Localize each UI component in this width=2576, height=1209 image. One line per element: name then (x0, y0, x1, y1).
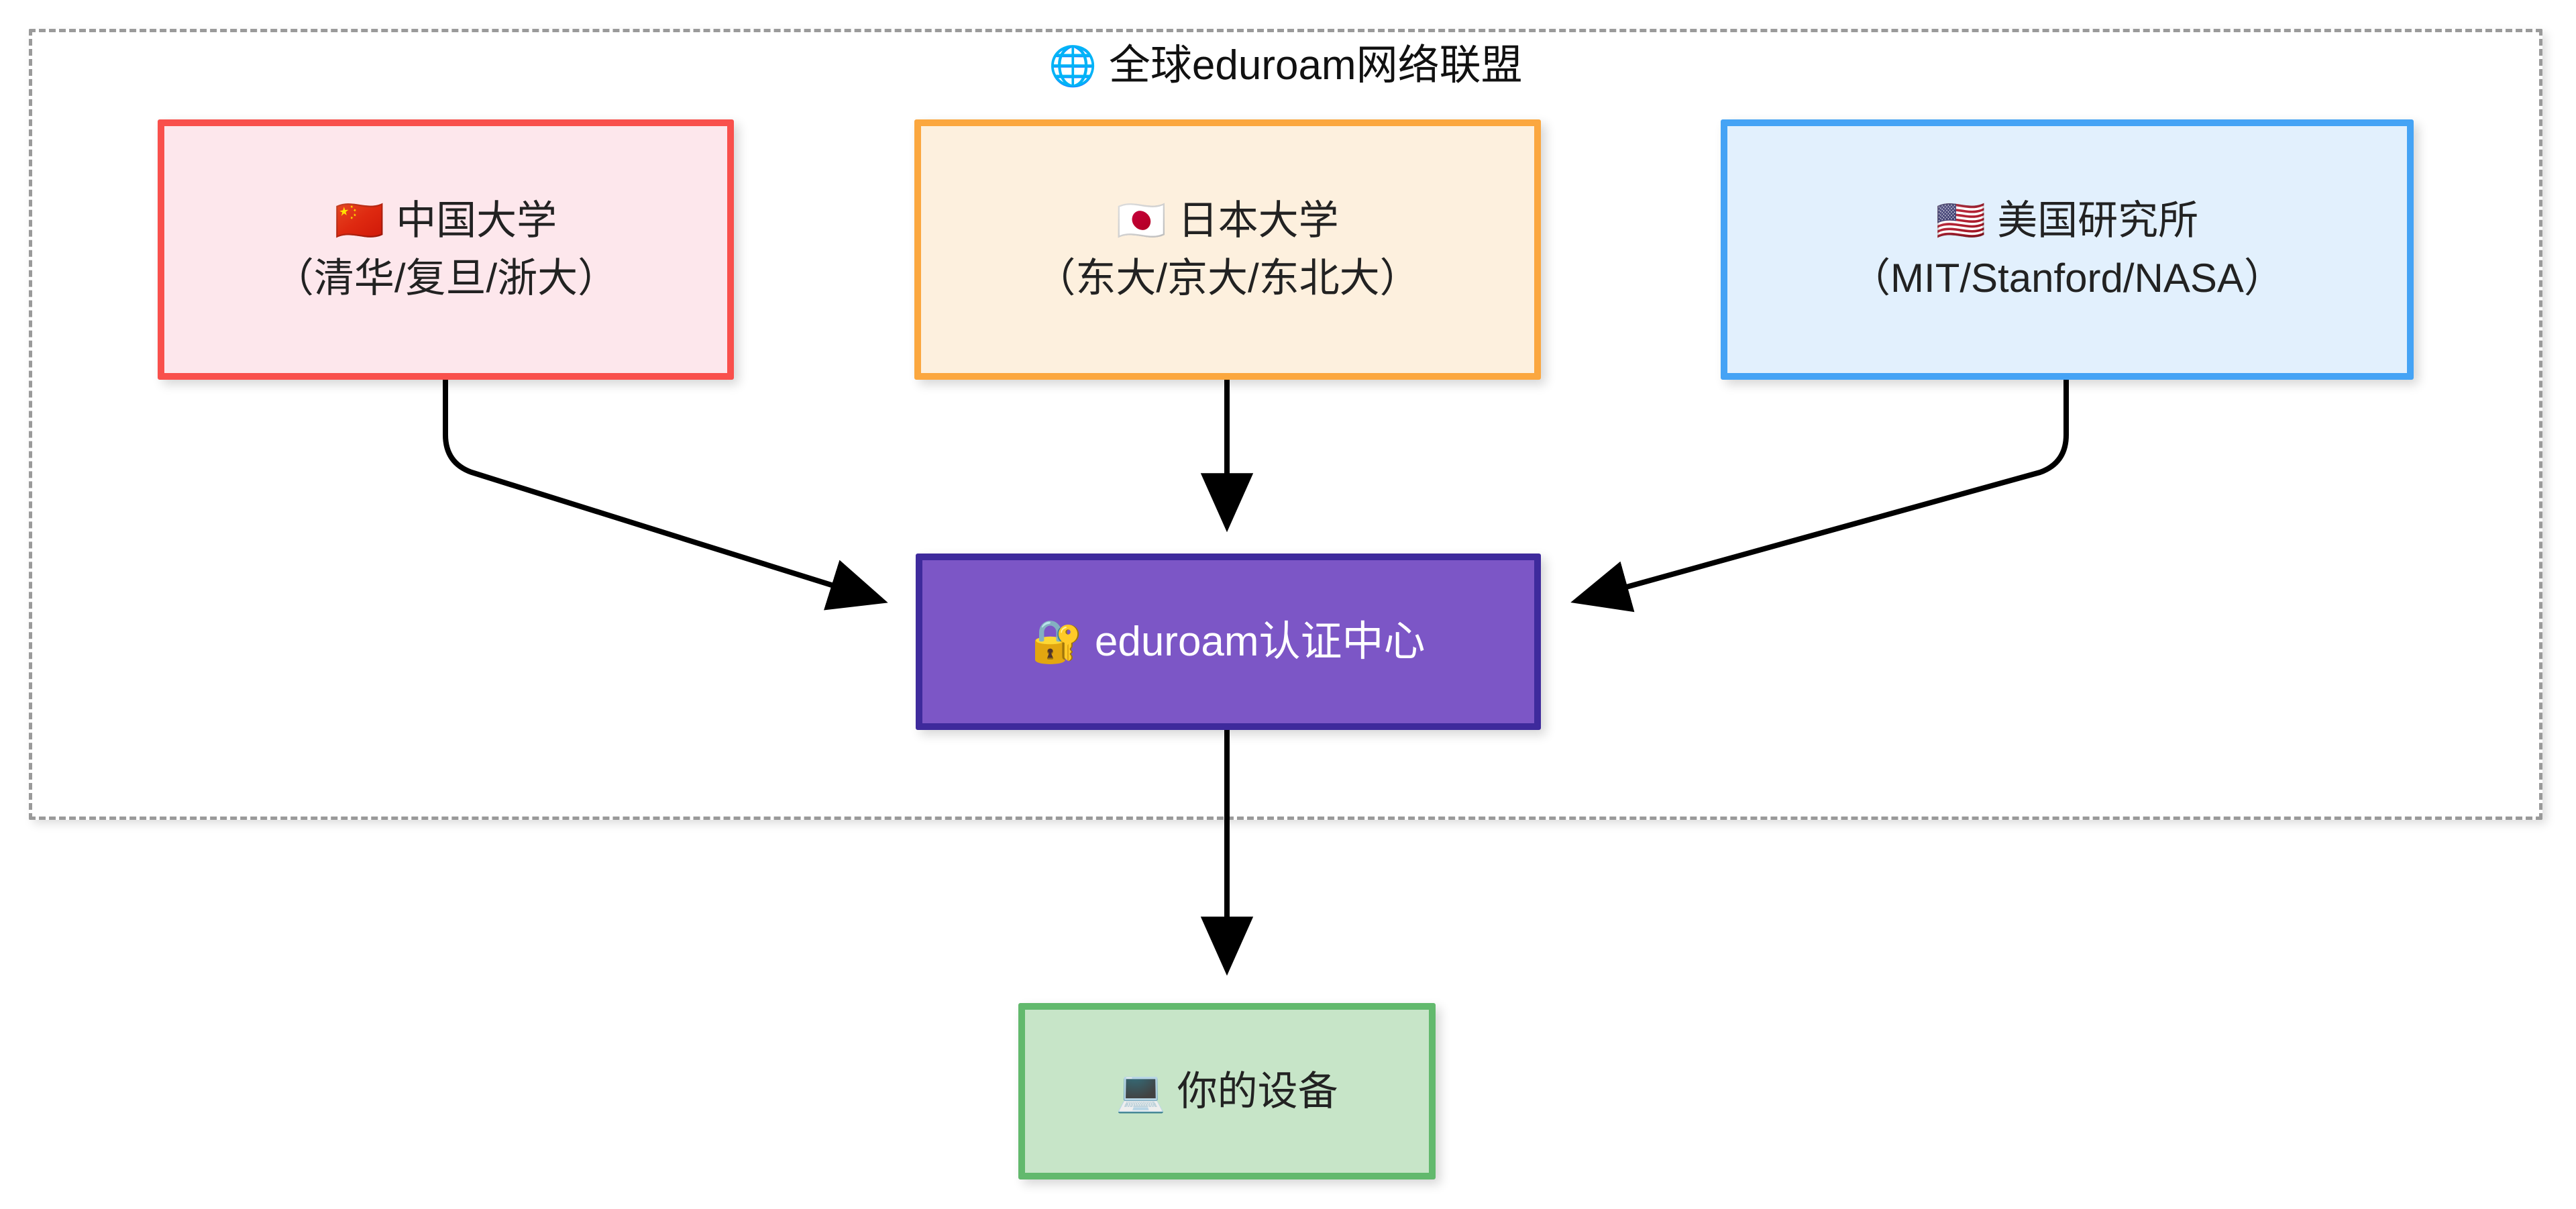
node-auth-label: eduroam认证中心 (1094, 618, 1426, 665)
node-jp-title: 🇯🇵 日本大学 (1116, 195, 1338, 247)
node-us-label: 美国研究所 (1997, 198, 2199, 243)
node-jp-label: 日本大学 (1177, 198, 1339, 243)
node-cn-sublabel: （清华/复旦/浙大） (273, 256, 619, 301)
lock-key-icon: 🔐 (1031, 616, 1083, 666)
laptop-icon: 💻 (1116, 1067, 1167, 1115)
node-your-device[interactable]: 💻 你的设备 (1018, 1003, 1436, 1179)
flag-china-icon: 🇨🇳 (334, 197, 385, 244)
node-us-title: 🇺🇸 美国研究所 (1936, 195, 2198, 247)
node-cn-label: 中国大学 (396, 198, 557, 243)
node-jp-sublabel: （东大/京大/东北大） (1035, 256, 1420, 301)
node-japanese-universities[interactable]: 🇯🇵 日本大学 （东大/京大/东北大） (914, 119, 1541, 380)
node-eduroam-auth-center[interactable]: 🔐 eduroam认证中心 (916, 554, 1541, 730)
node-us-sublabel: （MIT/Stanford/NASA） (1850, 256, 2284, 301)
node-chinese-universities[interactable]: 🇨🇳 中国大学 （清华/复旦/浙大） (158, 119, 734, 380)
cluster-global-eduroam-federation: 🌐 全球eduroam网络联盟 (29, 29, 2542, 820)
node-us-research-institutes[interactable]: 🇺🇸 美国研究所 （MIT/Stanford/NASA） (1721, 119, 2414, 380)
cluster-title-text: 全球eduroam网络联盟 (1108, 42, 1523, 89)
globe-icon: 🌐 (1049, 43, 1097, 89)
node-device-title: 💻 你的设备 (1116, 1065, 1338, 1118)
node-cn-title: 🇨🇳 中国大学 (335, 195, 557, 247)
node-device-label: 你的设备 (1177, 1068, 1338, 1114)
flag-usa-icon: 🇺🇸 (1935, 197, 1986, 244)
flag-japan-icon: 🇯🇵 (1116, 197, 1167, 244)
cluster-title: 🌐 全球eduroam网络联盟 (32, 39, 2539, 93)
node-auth-title: 🔐 eduroam认证中心 (1031, 615, 1425, 670)
